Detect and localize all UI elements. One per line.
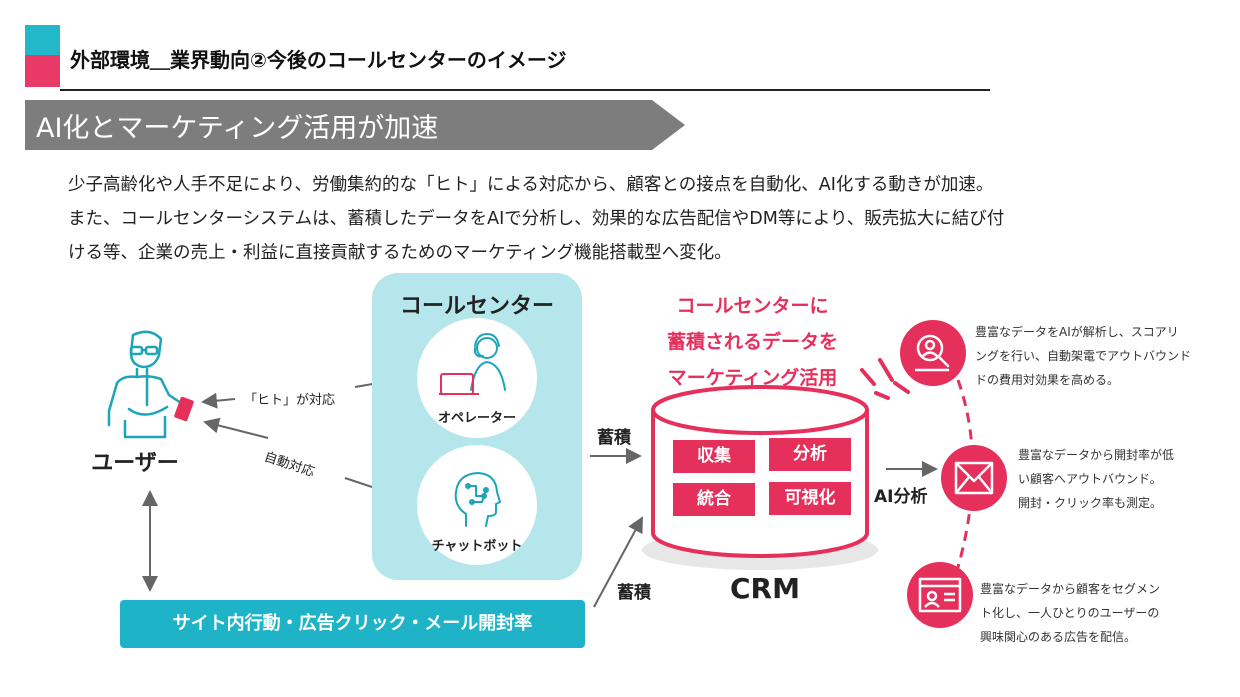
outcome-note-1-line-2: ングを行い、自動架電でアウトバウンド (975, 349, 1192, 363)
chip-analyze: 分析 (769, 438, 851, 471)
ad-display-icon (918, 577, 962, 613)
outcome-note-2: 豊富なデータから開封率が低 い顧客へアウトバウンド。 開封・クリック率も測定。 (1018, 443, 1174, 515)
arrow-auto-to-user (203, 417, 269, 439)
crm-headline-line-3: マーケティング活用 (667, 367, 838, 389)
call-center-title: コールセンター (399, 294, 554, 319)
crm-headline-line-1: コールセンターに (676, 295, 829, 317)
operator-headset-icon (439, 332, 506, 395)
crm-headline-line-2: 蓄積されるデータを (666, 331, 838, 353)
crm-label: CRM (730, 572, 800, 605)
outcome-note-2-line-3: 開封・クリック率も測定。 (1018, 496, 1163, 510)
burst-lines (860, 358, 910, 400)
chatbot-label: チャットボット (431, 539, 523, 554)
section-banner-text: AI化とマーケティング活用が加速 (36, 113, 439, 144)
outcome-note-3: 豊富なデータから顧客をセグメン ト化し、一人ひとりのユーザーの 興味関心のある広… (980, 577, 1160, 649)
crm-database-icon (642, 385, 878, 570)
chatbot-circle (417, 445, 537, 565)
outcome-note-1-line-3: ドの費用対効果を高める。 (975, 373, 1120, 387)
intro-line-2: また、コールセンターシステムは、蓄積したデータをAIで分析し、効果的な広告配信や… (68, 209, 1005, 229)
intro-paragraph: 少子高齢化や人手不足により、労働集約的な「ヒト」による対応から、顧客との接点を自… (68, 168, 1158, 270)
page-title: 外部環境＿業界動向②今後のコールセンターのイメージ (70, 48, 567, 72)
intro-line-1: 少子高齢化や人手不足により、労働集約的な「ヒト」による対応から、顧客との接点を自… (68, 175, 994, 195)
outcome-note-2-line-2: い顧客へアウトバウンド。 (1018, 472, 1162, 486)
outcome-note-3-line-2: ト化し、一人ひとりのユーザーの (980, 606, 1160, 620)
outcome-circle-3 (907, 562, 973, 628)
edge-label-human: 「ヒト」が対応 (244, 393, 336, 408)
outcome-note-1-line-1: 豊富なデータをAIが解析し、スコアリ (975, 325, 1179, 339)
chip-visualize: 可視化 (769, 482, 851, 515)
edge-label-ai: AI分析 (874, 487, 928, 507)
outcome-note-3-line-3: 興味関心のある広告を配信。 (980, 630, 1137, 644)
edge-label-store-top: 蓄積 (597, 428, 631, 448)
title-divider (60, 89, 990, 91)
crm-headline: コールセンターに 蓄積されるデータを マーケティング活用 (645, 288, 860, 396)
chip-collect: 収集 (673, 440, 755, 473)
ai-head-icon (454, 472, 501, 527)
outcome-circle-2 (941, 445, 1007, 511)
outcome-note-3-line-1: 豊富なデータから顧客をセグメン (980, 582, 1161, 596)
intro-line-3: ける等、企業の売上・利益に直接貢献するためのマーケティング機能搭載型へ変化。 (68, 243, 732, 263)
arrow-human-to-user (201, 392, 236, 409)
edge-label-store-bottom: 蓄積 (617, 583, 651, 603)
arrow-store-bottom (593, 516, 643, 608)
envelope-icon (954, 461, 994, 495)
section-banner (25, 100, 685, 150)
dashed-arc (950, 379, 975, 588)
chip-integrate: 統合 (673, 483, 755, 516)
outcome-note-1: 豊富なデータをAIが解析し、スコアリ ングを行い、自動架電でアウトバウンド ドの… (975, 320, 1191, 392)
accent-bar-teal (25, 25, 60, 55)
user-smartphone-icon (107, 330, 194, 439)
user-behavior-bar: サイト内行動・広告クリック・メール開封率 (120, 600, 585, 648)
operator-label: オペレーター (437, 411, 516, 426)
search-person-icon (914, 334, 950, 372)
outcome-note-2-line-1: 豊富なデータから開封率が低 (1018, 448, 1175, 462)
user-label: ユーザー (91, 451, 179, 476)
accent-bar-pink (25, 55, 60, 87)
